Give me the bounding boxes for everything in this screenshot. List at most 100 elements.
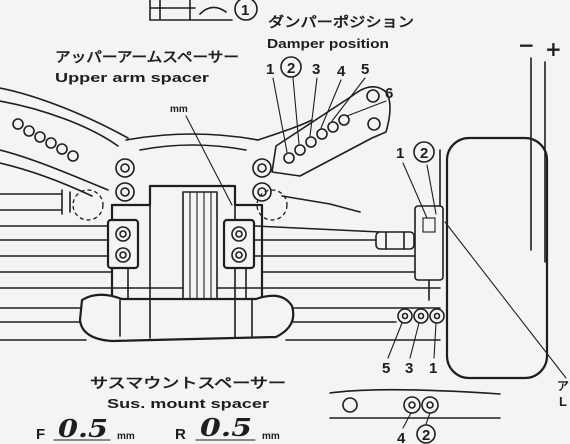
top-marker-circle <box>234 0 258 21</box>
upper-arm-inner-edge-left <box>0 100 119 147</box>
spacer-right-lower-bore <box>257 187 267 197</box>
upper-link-leader-1 <box>402 162 428 219</box>
shock-body <box>375 231 415 250</box>
chassis-rods <box>0 225 441 341</box>
lower-arm-leaders <box>387 322 437 359</box>
damper-leader <box>331 77 366 122</box>
right-mount-bore <box>235 251 243 259</box>
damper-position-5: 5 <box>361 61 369 78</box>
edge-text-jp: ア <box>557 379 569 393</box>
upper-link-leader-2 <box>426 164 437 215</box>
sus-mount-plate-ribs <box>119 299 253 339</box>
hub-carrier <box>414 205 444 281</box>
lower-arm-position-3: 3 <box>405 360 413 377</box>
damper-position-holes <box>283 114 350 164</box>
rear-spacer-label: R <box>175 426 186 443</box>
left-shaft <box>0 189 361 221</box>
top-part-outline <box>149 0 233 21</box>
damper-position-selected-circle <box>280 56 302 78</box>
upper-arm-hole-row <box>12 118 79 162</box>
upper-arm-spacer-title-jp: アッパーアームスペーサー <box>55 50 239 66</box>
upper-arm-top-edge-center <box>125 133 259 141</box>
upper-link-position-1: 1 <box>396 145 404 162</box>
damper-leader <box>346 100 387 117</box>
upper-arm-spacers <box>115 158 272 202</box>
upper-arm-hole <box>12 118 24 130</box>
upper-arm-hole <box>67 150 79 162</box>
inset-leaders <box>402 412 431 429</box>
damper-leader <box>272 77 288 153</box>
inset-hole-bore <box>408 401 416 409</box>
sus-mount-plate <box>78 293 295 343</box>
damper-hole <box>294 144 306 156</box>
rear-spacer-value: 0.5 <box>200 413 252 442</box>
spacer-left-upper-bore <box>120 163 130 173</box>
spacer-right-upper-bore <box>257 163 267 173</box>
edge-text-en: L <box>559 394 567 409</box>
damper-position-6: 6 <box>385 85 393 102</box>
left-pivot-dashed <box>72 189 104 221</box>
damper-stay: 1 2 3 4 5 6 <box>266 56 393 177</box>
tire-leader <box>444 221 567 379</box>
damper-position-leaders <box>272 77 387 153</box>
inset-pivot <box>342 397 358 413</box>
damper-position-numbers: 1 2 3 4 5 6 <box>266 56 393 102</box>
inset-selected-circle <box>416 424 436 444</box>
right-mount-bore <box>235 230 243 238</box>
right-upper-link <box>281 195 361 213</box>
damper-hole <box>327 121 339 133</box>
hub-pins <box>428 149 441 301</box>
upper-arm-spacer-leader <box>185 115 233 206</box>
sus-mount-spacer-title-en: Sus. mount spacer <box>107 396 269 411</box>
front-spacer-label: F <box>36 426 45 443</box>
damper-stay-outline <box>271 86 391 177</box>
top-partial-part: 1 <box>149 0 258 21</box>
left-mount-bore <box>119 230 127 238</box>
sus-mount-spacer-values: F 0.5 mm R 0.5 mm <box>36 413 280 443</box>
damper-hole <box>338 114 350 126</box>
tire <box>445 136 549 380</box>
inset-hole-bore <box>426 401 434 409</box>
top-marker-label: 1 <box>241 2 249 19</box>
inset-top-edge <box>329 388 501 395</box>
damper-leader <box>309 77 318 137</box>
damper-hole <box>316 128 328 140</box>
inset-position-2: 2 <box>422 427 430 444</box>
upper-arm-spacer-title-en: Upper arm spacer <box>55 70 209 85</box>
upper-arm-top-edge-left <box>0 87 129 139</box>
lower-arm-position-1: 1 <box>429 360 437 377</box>
right-hub-assembly: 1 2 <box>375 141 444 301</box>
lower-arm-hole-bore <box>433 312 441 320</box>
upper-arm-bottom-edge-left <box>0 162 93 197</box>
upper-link-position-2: 2 <box>420 145 428 162</box>
damper-position-label: ダンパーポジション Damper position <box>267 14 414 51</box>
diff-gear-teeth <box>189 191 212 325</box>
damper-position-3: 3 <box>312 61 320 78</box>
rear-spacer-unit: mm <box>262 431 280 442</box>
right-pivot-dashed <box>256 189 288 221</box>
upper-arm-hole <box>23 125 35 137</box>
upper-arm <box>0 87 313 202</box>
inset-detail: 4 2 <box>329 388 501 444</box>
rod-upper <box>0 225 381 233</box>
upper-arm-inner-edge-center <box>139 144 247 151</box>
upper-arm-hole <box>45 137 57 149</box>
upper-arm-hole <box>34 131 46 143</box>
lower-arm-position-5: 5 <box>382 360 390 377</box>
damper-stay-mount-hole <box>366 89 380 103</box>
damper-hole <box>283 152 295 164</box>
inset-position-4: 4 <box>397 430 406 444</box>
lower-arm-holes: 5 3 1 <box>382 308 445 377</box>
damper-position-4: 4 <box>337 63 346 80</box>
upper-arm-lower-edge-left <box>0 149 109 191</box>
camber-minus-label: − <box>518 33 535 57</box>
suspension-mounts <box>106 218 256 270</box>
damper-position-2: 2 <box>287 60 295 77</box>
left-shaft-body <box>0 189 71 215</box>
upper-arm-top-edge-right <box>257 119 313 141</box>
camber-indicator: − + <box>518 33 562 263</box>
shock-rings <box>385 231 405 250</box>
lower-arm-hole-bore <box>417 312 425 320</box>
upper-arm-spacer-label: アッパーアームスペーサー Upper arm spacer mm <box>55 50 239 206</box>
damper-leader <box>320 79 342 129</box>
